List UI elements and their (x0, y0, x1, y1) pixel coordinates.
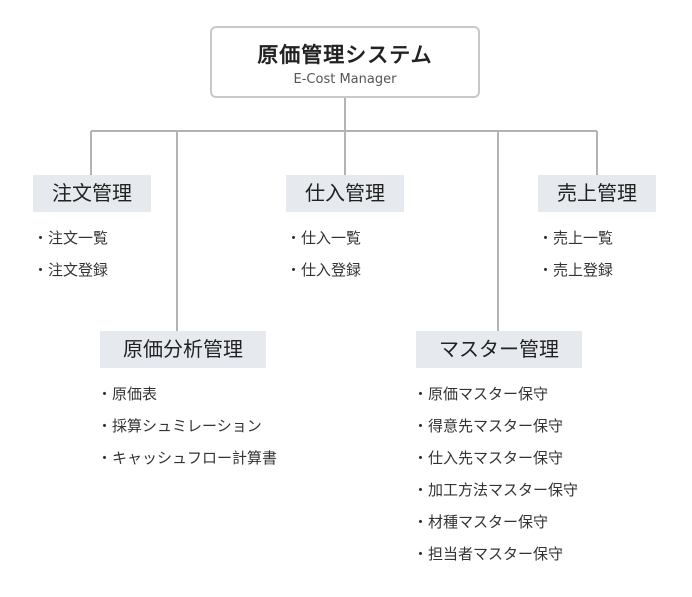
list-item: ・原価表 (97, 385, 158, 403)
list-item: ・仕入登録 (286, 261, 362, 279)
node-cost-analysis: 原価分析管理 (100, 331, 266, 368)
root-title: 原価管理システム (257, 43, 433, 67)
list-item: ・得意先マスター保守 (413, 417, 564, 435)
node-sales: 売上管理 (538, 175, 656, 212)
list-item: ・原価マスター保守 (413, 385, 549, 403)
list-cost-analysis: ・原価表 ・採算シュミレーション ・キャッシュフロー計算書 (97, 380, 277, 476)
list-item: ・売上一覧 (538, 229, 614, 247)
list-purchase: ・仕入一覧 ・仕入登録 (286, 224, 361, 288)
node-master: マスター管理 (416, 331, 582, 368)
list-sales: ・売上一覧 ・売上登録 (538, 224, 613, 288)
list-item: ・仕入先マスター保守 (413, 449, 564, 467)
list-item: ・注文登録 (33, 261, 109, 279)
list-item: ・担当者マスター保守 (413, 545, 564, 563)
list-item: ・売上登録 (538, 261, 614, 279)
list-item: ・仕入一覧 (286, 229, 362, 247)
root-subtitle: E-Cost Manager (293, 72, 397, 87)
list-master: ・原価マスター保守 ・得意先マスター保守 ・仕入先マスター保守 ・加工方法マスタ… (413, 380, 578, 572)
node-order: 注文管理 (33, 175, 151, 212)
list-item: ・採算シュミレーション (97, 417, 262, 435)
node-purchase: 仕入管理 (286, 175, 404, 212)
list-order: ・注文一覧 ・注文登録 (33, 224, 108, 288)
list-item: ・キャッシュフロー計算書 (97, 449, 278, 467)
list-item: ・加工方法マスター保守 (413, 481, 579, 499)
root-node: 原価管理システム E-Cost Manager (210, 26, 480, 98)
list-item: ・注文一覧 (33, 229, 109, 247)
list-item: ・材種マスター保守 (413, 513, 549, 531)
